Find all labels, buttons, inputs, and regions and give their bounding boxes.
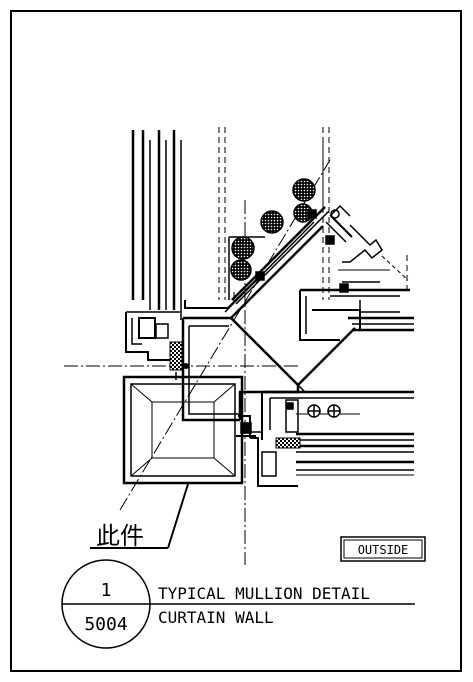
callout-label: 此件	[96, 522, 144, 550]
right-lower-frame	[238, 390, 414, 487]
detail-number: 1	[101, 580, 112, 601]
diagonal-glazing-unit	[231, 140, 353, 305]
center-lines	[64, 159, 331, 565]
dashed-reference-lines	[218, 127, 408, 300]
outside-tag: OUTSIDE	[340, 536, 426, 562]
detail-title-bubble	[61, 559, 415, 649]
callout-leader	[90, 483, 189, 549]
sheet-number: 5004	[84, 614, 127, 635]
detail-title: TYPICAL MULLION DETAIL	[158, 584, 370, 603]
corner-mullion	[181, 221, 356, 422]
vertical-mullion	[131, 130, 182, 320]
fastener-bolts	[236, 209, 349, 437]
sheet-border	[10, 10, 462, 672]
right-upper-frame	[299, 204, 414, 341]
outside-tag-label: OUTSIDE	[358, 543, 409, 557]
left-lower-frame	[125, 311, 189, 380]
perforated-discs	[230, 178, 316, 281]
detail-subtitle: CURTAIN WALL	[158, 608, 274, 627]
